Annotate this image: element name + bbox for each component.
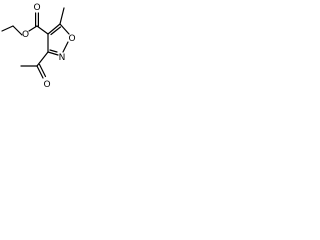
atom-acetyl-oxygen: O xyxy=(43,80,50,90)
bond-ethyl xyxy=(1,25,14,32)
bond-ring-c5-o1 xyxy=(59,23,70,35)
bond-acetyl-carbonyl-a xyxy=(36,65,44,79)
bond-ring-to-acetyl xyxy=(36,51,49,67)
bond-ring-c4-c5-double xyxy=(50,26,62,36)
atom-ester-link-oxygen: O xyxy=(22,30,29,40)
bond-acetyl-carbonyl-b xyxy=(38,63,47,78)
atom-ester-carbonyl-oxygen: O xyxy=(33,3,40,13)
bond-ring-o1-n2 xyxy=(62,41,69,53)
atom-ring-nitrogen: N xyxy=(59,53,66,63)
bond-ring-n2-c3-double xyxy=(49,49,58,53)
atom-ring-oxygen: O xyxy=(68,34,75,44)
bond-ring-c4-c5 xyxy=(47,23,61,35)
bond-methyl xyxy=(59,7,65,25)
bond-carbonyl-to-ester-oxygen xyxy=(28,25,38,32)
bond-ester-oxygen-to-ch2 xyxy=(12,25,23,36)
chemical-structure-diagram: O O O N O xyxy=(1,3,76,90)
bond-ring-n2-c3 xyxy=(47,51,59,56)
bond-carbonyl-to-ring xyxy=(36,25,49,35)
